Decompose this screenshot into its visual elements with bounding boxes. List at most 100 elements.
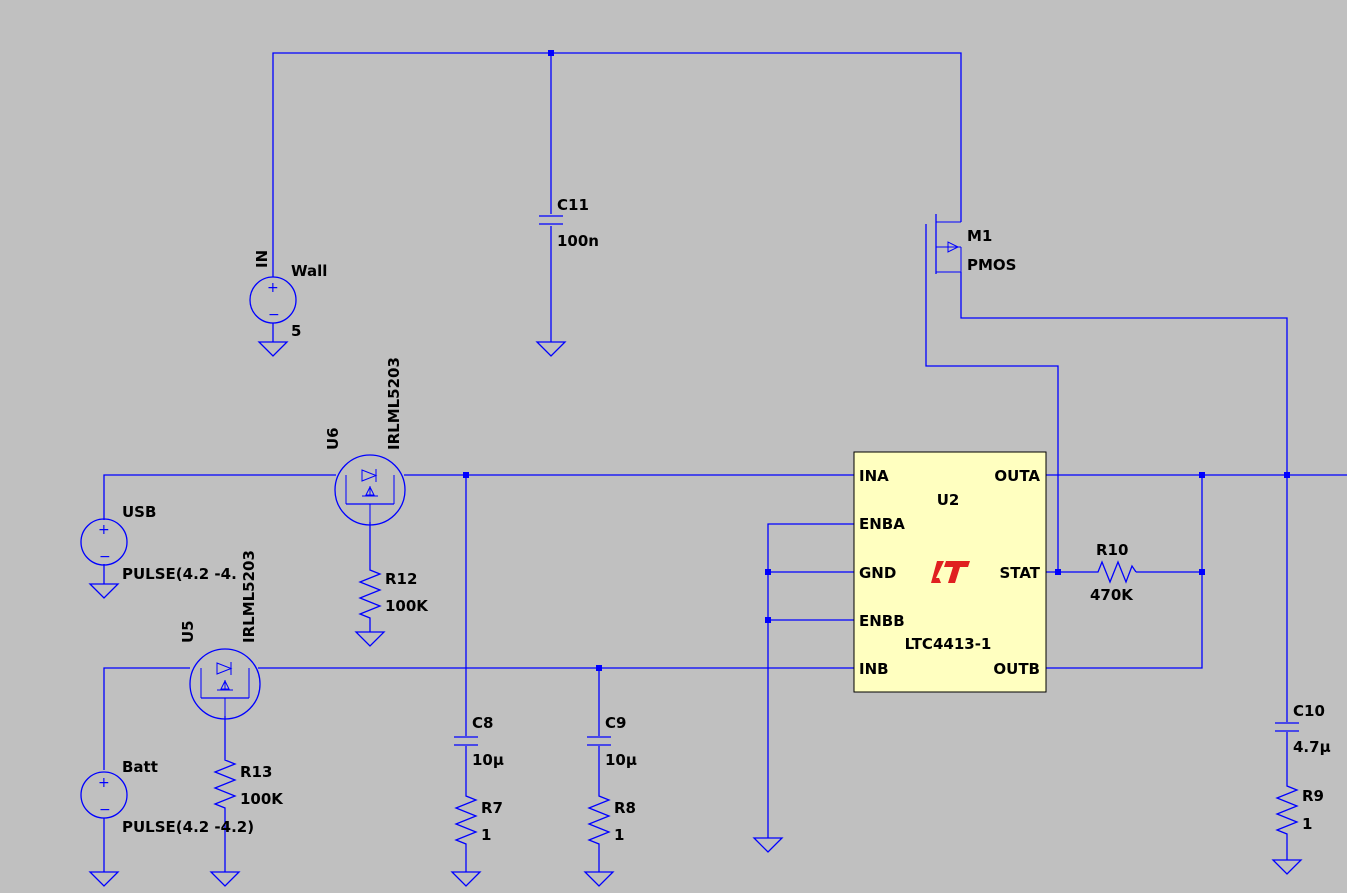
batt-name-label[interactable]: Batt — [122, 758, 158, 776]
wall-name-label[interactable]: Wall — [291, 262, 327, 280]
minus-sign: − — [268, 307, 280, 323]
source-usb[interactable]: + − — [80, 518, 128, 566]
diode-icon — [361, 469, 378, 482]
wire-batt-to-u5[interactable] — [103, 667, 190, 770]
pin-gnd-label: GND — [859, 564, 896, 582]
diode-icon — [216, 662, 233, 675]
plus-sign: + — [98, 522, 110, 538]
c9-value-label[interactable]: 10µ — [605, 751, 637, 769]
c8-value-label[interactable]: 10µ — [472, 751, 504, 769]
ground-icon[interactable] — [752, 837, 784, 853]
voltage-source-icon — [249, 276, 297, 324]
source-batt[interactable]: + − — [80, 771, 128, 819]
junction-stat — [1055, 569, 1061, 575]
pin-ina-label: INA — [859, 467, 889, 485]
mosfet-arrow-icon — [365, 485, 375, 496]
c8-name-label[interactable]: C8 — [472, 714, 493, 732]
resistor-r8[interactable] — [587, 792, 611, 848]
r7-name-label[interactable]: R7 — [481, 799, 503, 817]
ground-icon[interactable] — [535, 341, 567, 357]
wire-m1-gate[interactable] — [925, 270, 1059, 572]
wire-enba[interactable] — [767, 523, 854, 838]
resistor-r9[interactable] — [1275, 782, 1299, 838]
lt-logo-icon — [931, 561, 970, 583]
ic-ref-label: U2 — [937, 491, 960, 509]
pin-stat-label: STAT — [999, 564, 1040, 582]
capacitor-c9[interactable] — [587, 736, 611, 746]
pin-outa-label: OUTA — [994, 467, 1040, 485]
wire-outb[interactable] — [1046, 475, 1203, 669]
ground-icon[interactable] — [209, 871, 241, 887]
capacitor-c8[interactable] — [454, 736, 478, 746]
grounds — [88, 341, 1303, 887]
junction-gnd — [765, 569, 771, 575]
ground-icon[interactable] — [88, 871, 120, 887]
capacitor-c11[interactable] — [539, 215, 563, 225]
r13-value-label[interactable]: 100K — [240, 790, 284, 808]
ic-body — [853, 451, 1047, 693]
ground-icon[interactable] — [88, 583, 120, 599]
minus-sign: − — [99, 549, 111, 565]
c10-name-label[interactable]: C10 — [1293, 702, 1325, 720]
batt-value-label[interactable]: PULSE(4.2 -4.2) — [122, 818, 254, 836]
ground-icon[interactable] — [583, 871, 615, 887]
resistor-r13[interactable] — [213, 756, 237, 812]
u6-part-label[interactable]: IRLML5203 — [385, 357, 403, 450]
u5-name-label[interactable]: U5 — [179, 620, 197, 643]
wall-value-label[interactable]: 5 — [291, 322, 301, 340]
r13-name-label[interactable]: R13 — [240, 763, 272, 781]
ground-icon[interactable] — [354, 631, 386, 647]
wire-top-rail[interactable] — [272, 52, 962, 277]
mosfet-u6[interactable] — [334, 454, 406, 526]
junctions — [463, 50, 1290, 671]
ground-icon[interactable] — [450, 871, 482, 887]
junction-r10-out — [1199, 569, 1205, 575]
plus-sign: + — [267, 280, 279, 296]
pin-outb-label: OUTB — [993, 660, 1040, 678]
c11-value-label[interactable]: 100n — [557, 232, 599, 250]
usb-name-label[interactable]: USB — [122, 503, 156, 521]
u5-part-label[interactable]: IRLML5203 — [240, 550, 258, 643]
resistor-r10[interactable] — [1094, 560, 1137, 584]
c10-value-label[interactable]: 4.7µ — [1293, 738, 1331, 756]
pin-inb-label: INB — [859, 660, 889, 678]
pin-enbb-label: ENBB — [859, 612, 905, 630]
r9-value-label[interactable]: 1 — [1302, 815, 1312, 833]
ground-icon[interactable] — [257, 341, 289, 357]
resistor-r12[interactable] — [358, 565, 382, 620]
source-wall[interactable]: + − — [249, 276, 297, 324]
wire-usb-to-u6[interactable] — [103, 474, 336, 520]
r8-name-label[interactable]: R8 — [614, 799, 636, 817]
ic-u2[interactable]: INA ENBA GND ENBB INB OUTA STAT OUTB U2 … — [853, 451, 1047, 693]
c11-name-label[interactable]: C11 — [557, 196, 589, 214]
m1-type-label[interactable]: PMOS — [967, 256, 1016, 274]
voltage-source-icon — [80, 771, 128, 819]
r8-value-label[interactable]: 1 — [614, 826, 624, 844]
r12-value-label[interactable]: 100K — [385, 597, 429, 615]
mosfet-u5[interactable] — [189, 648, 261, 720]
m1-arrow-icon — [947, 241, 960, 253]
resistor-r7[interactable] — [454, 792, 478, 848]
plus-sign: + — [98, 775, 110, 791]
pmos-m1[interactable] — [925, 214, 962, 274]
r10-name-label[interactable]: R10 — [1096, 541, 1128, 559]
r9-name-label[interactable]: R9 — [1302, 787, 1324, 805]
r7-value-label[interactable]: 1 — [481, 826, 491, 844]
voltage-source-icon — [80, 518, 128, 566]
mosfet-arrow-icon — [220, 679, 230, 690]
u6-name-label[interactable]: U6 — [324, 427, 342, 450]
c9-name-label[interactable]: C9 — [605, 714, 626, 732]
capacitor-c10[interactable] — [1275, 722, 1299, 732]
usb-value-label[interactable]: PULSE(4.2 -4. — [122, 565, 237, 583]
r10-value-label[interactable]: 470K — [1090, 586, 1134, 604]
m1-name-label[interactable]: M1 — [967, 227, 992, 245]
junction-outa-outb — [1199, 472, 1205, 478]
junction-enbb — [765, 617, 771, 623]
ground-icon[interactable] — [1271, 859, 1303, 875]
net-label-in[interactable]: IN — [253, 250, 271, 268]
junction-ina-c8 — [463, 472, 469, 478]
junction-inb-c9 — [596, 665, 602, 671]
wire-m1-source[interactable] — [960, 272, 1288, 722]
r12-name-label[interactable]: R12 — [385, 570, 417, 588]
